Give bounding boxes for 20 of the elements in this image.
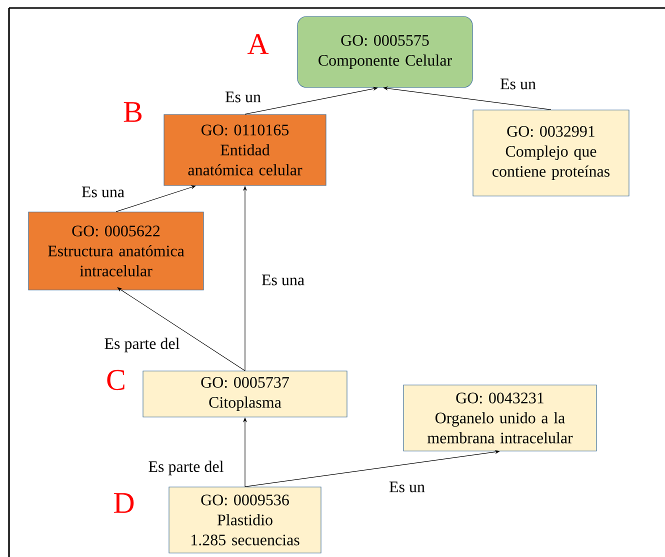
term-box: GO: 0110165 Entidad anatómica celular — [164, 114, 326, 186]
arrow — [116, 185, 196, 212]
edge-label: Es parte del — [103, 336, 181, 354]
edge-label: Es una — [80, 186, 126, 198]
panel-letter: C — [107, 370, 124, 390]
edge-label: Es un — [388, 480, 426, 494]
term-box: GO: 0043231 Organelo unido a la membrana intracelular — [403, 384, 597, 452]
panel-letter: B — [124, 102, 142, 122]
edge-label: Es una — [260, 274, 306, 286]
edge-label: Es parte del — [147, 460, 225, 476]
term-box: GO: 0005737 Citoplasma — [142, 370, 348, 418]
panel-letter: A — [247, 34, 269, 54]
edge-label: Es un — [499, 78, 537, 90]
panel-letter: D — [114, 493, 134, 513]
term-box: GO: 0009536 Plastidio 1.285 secuencias — [168, 486, 322, 554]
edge-label: Es un — [224, 90, 262, 104]
term-box: GO: 0005622 Estructura anatómica intracelular — [28, 212, 204, 290]
term-box: GO: 0032991 Complejo que contiene proteínas — [472, 110, 630, 196]
term-box: GO: 0005575 Componente Celular — [297, 16, 473, 88]
arrow — [117, 287, 246, 371]
